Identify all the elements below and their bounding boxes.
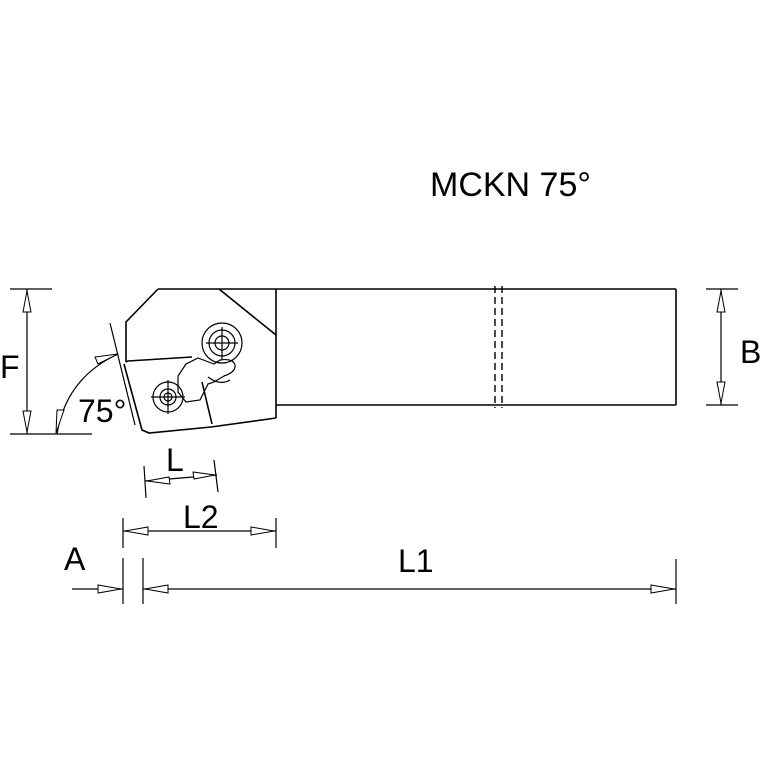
dimension-L1: L1	[143, 543, 677, 604]
label-angle: 75°	[78, 393, 126, 429]
dimension-F: F	[0, 288, 92, 435]
label-A: A	[64, 541, 86, 577]
dimension-L2: L2	[122, 499, 277, 548]
label-L1: L1	[398, 543, 434, 579]
dimension-B: B	[706, 288, 761, 406]
holder-shank	[158, 288, 677, 418]
dimension-A: A	[64, 541, 144, 604]
holder-head	[123, 288, 277, 434]
label-L: L	[166, 442, 184, 478]
label-B: B	[740, 334, 761, 370]
dimension-angle: 75°	[55, 322, 136, 435]
dimension-L: L	[143, 442, 219, 499]
drawing-title: MCKN 75°	[430, 166, 591, 204]
break-lines	[494, 286, 503, 408]
label-L2: L2	[183, 499, 219, 535]
label-F: F	[0, 349, 20, 385]
